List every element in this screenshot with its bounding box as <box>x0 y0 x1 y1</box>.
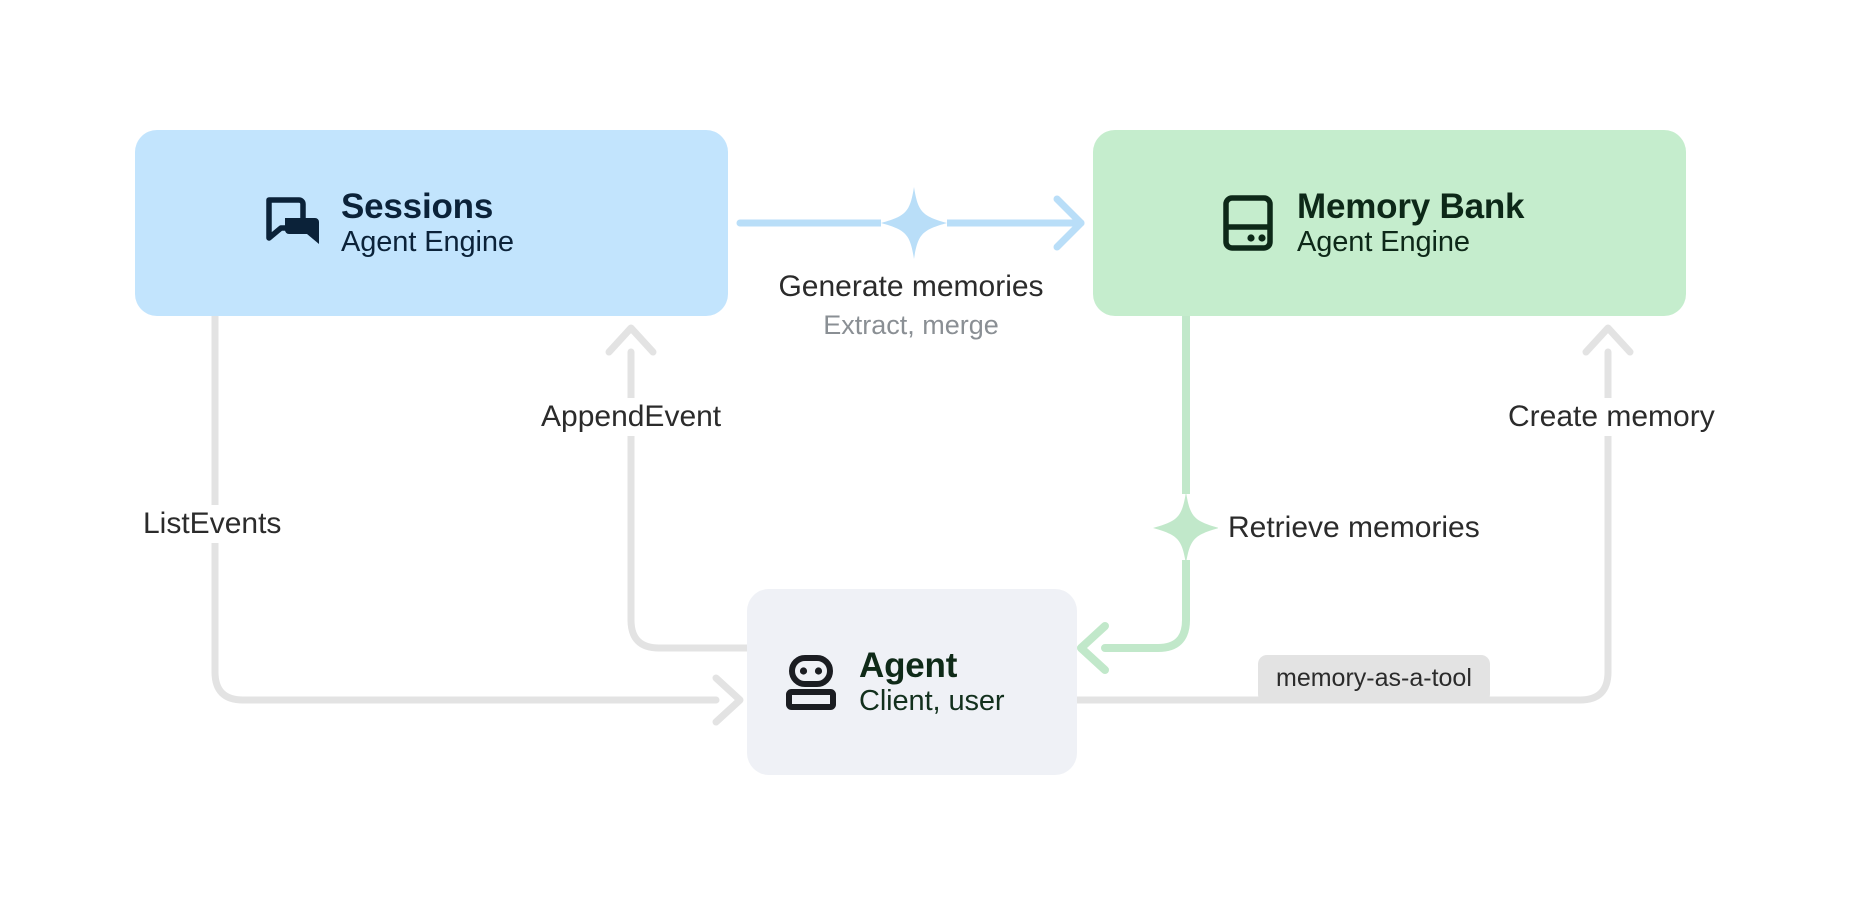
edge-generate-memories-arrowhead <box>1053 195 1085 251</box>
edge-append-event-arrowhead <box>605 324 657 356</box>
node-memory-bank-text: Memory Bank Agent Engine <box>1297 187 1525 259</box>
edge-label-list-events: ListEvents <box>133 505 292 543</box>
node-memory-bank-subtitle: Agent Engine <box>1297 226 1470 259</box>
edge-retrieve-memories <box>1077 312 1219 674</box>
edge-list-events <box>211 312 744 726</box>
node-sessions[interactable]: Sessions Agent Engine <box>135 130 728 316</box>
sparkle-icon <box>881 187 947 259</box>
edge-create-memory-path <box>1073 348 1612 704</box>
node-sessions-text: Sessions Agent Engine <box>341 187 514 259</box>
edge-label-append-event: AppendEvent <box>531 398 732 436</box>
node-memory-bank-title: Memory Bank <box>1297 187 1525 227</box>
node-agent-title: Agent <box>859 646 958 686</box>
node-memory-bank[interactable]: Memory Bank Agent Engine <box>1093 130 1686 316</box>
robot-icon <box>785 654 837 710</box>
node-agent-text: Agent Client, user <box>859 646 1005 718</box>
edge-retrieve-memories-path <box>1101 312 1190 652</box>
edge-sublabel-generate-memories: Extract, merge <box>813 308 1009 342</box>
edge-list-events-path <box>211 312 720 704</box>
database-storage-icon <box>1221 194 1275 252</box>
edge-create-memory <box>1073 324 1634 704</box>
edge-create-memory-arrowhead <box>1582 324 1634 356</box>
edge-list-events-arrowhead <box>712 674 744 726</box>
node-agent-subtitle: Client, user <box>859 685 1005 718</box>
badge-memory-as-a-tool: memory-as-a-tool <box>1258 655 1490 703</box>
edge-append-event-path <box>627 348 751 652</box>
edge-label-retrieve-memories: Retrieve memories <box>1218 509 1490 547</box>
chat-bubbles-icon <box>263 194 321 252</box>
node-sessions-subtitle: Agent Engine <box>341 226 514 259</box>
edge-label-generate-memories: Generate memories <box>768 268 1054 306</box>
edge-append-event <box>605 324 751 652</box>
edge-label-create-memory: Create memory <box>1498 398 1725 436</box>
edge-retrieve-memories-arrowhead <box>1077 622 1109 674</box>
node-agent[interactable]: Agent Client, user <box>747 589 1077 775</box>
node-sessions-title: Sessions <box>341 187 494 227</box>
sparkle-icon <box>1153 492 1219 564</box>
edge-generate-memories <box>736 187 1085 259</box>
